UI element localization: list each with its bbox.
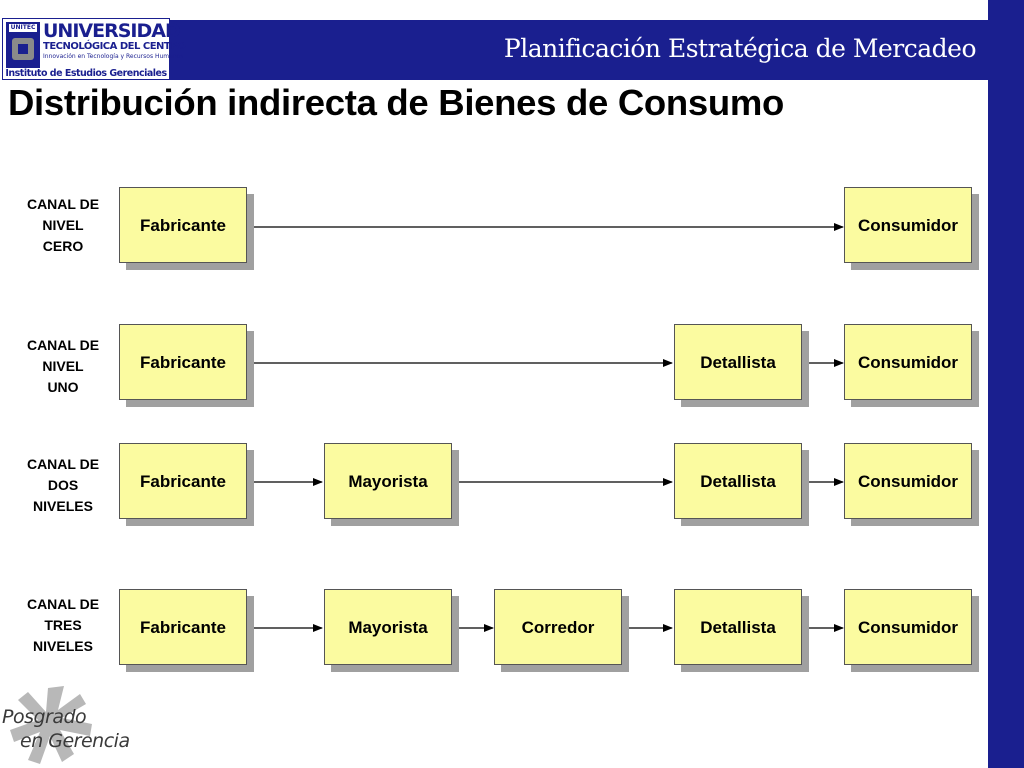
row-label-tres-niveles: CANAL DE TRES NIVELES xyxy=(26,596,100,654)
logo-tag: UNITEC xyxy=(9,24,37,32)
node-fabricante: Fabricante xyxy=(119,324,247,400)
node-fabricante: Fabricante xyxy=(119,187,247,263)
footer-line-gerencia: en Gerencia xyxy=(20,730,130,752)
logo-name: UNIVERSIDAD xyxy=(43,20,181,42)
row-label-nivel-uno: CANAL DE NIVEL UNO xyxy=(26,337,100,395)
node-detallista: Detallista xyxy=(674,324,802,400)
channel-arrows xyxy=(248,223,844,632)
node-consumidor: Consumidor xyxy=(844,187,972,263)
logo-tagline: Innovación en Tecnología y Recursos Huma… xyxy=(43,53,184,60)
right-accent-bar xyxy=(988,0,1024,768)
node-detallista: Detallista xyxy=(674,589,802,665)
node-fabricante: Fabricante xyxy=(119,443,247,519)
university-emblem-icon: UNITEC xyxy=(6,22,40,70)
node-detallista: Detallista xyxy=(674,443,802,519)
posgrado-logo: Posgrado en Gerencia xyxy=(0,684,130,768)
node-consumidor: Consumidor xyxy=(844,443,972,519)
logo-subname: TECNOLÓGICA DEL CENTRO xyxy=(43,41,186,52)
node-consumidor: Consumidor xyxy=(844,324,972,400)
header-title: Planificación Estratégica de Mercadeo xyxy=(503,34,977,63)
university-logo: UNITEC UNIVERSIDAD TECNOLÓGICA DEL CENTR… xyxy=(2,18,186,80)
node-mayorista: Mayorista xyxy=(324,589,452,665)
node-consumidor: Consumidor xyxy=(844,589,972,665)
node-corredor: Corredor xyxy=(494,589,622,665)
page-title: Distribución indirecta de Bienes de Cons… xyxy=(8,82,785,123)
row-label-dos-niveles: CANAL DE DOS NIVELES xyxy=(26,456,100,514)
footer-line-posgrado: Posgrado xyxy=(2,706,87,728)
node-fabricante: Fabricante xyxy=(119,589,247,665)
node-mayorista: Mayorista xyxy=(324,443,452,519)
posgrado-swirl-icon xyxy=(10,686,92,764)
header-band: Planificación Estratégica de Mercadeo xyxy=(170,20,988,80)
row-label-nivel-cero: CANAL DE NIVEL CERO xyxy=(26,196,100,254)
logo-institute: Instituto de Estudios Gerenciales xyxy=(4,68,168,79)
